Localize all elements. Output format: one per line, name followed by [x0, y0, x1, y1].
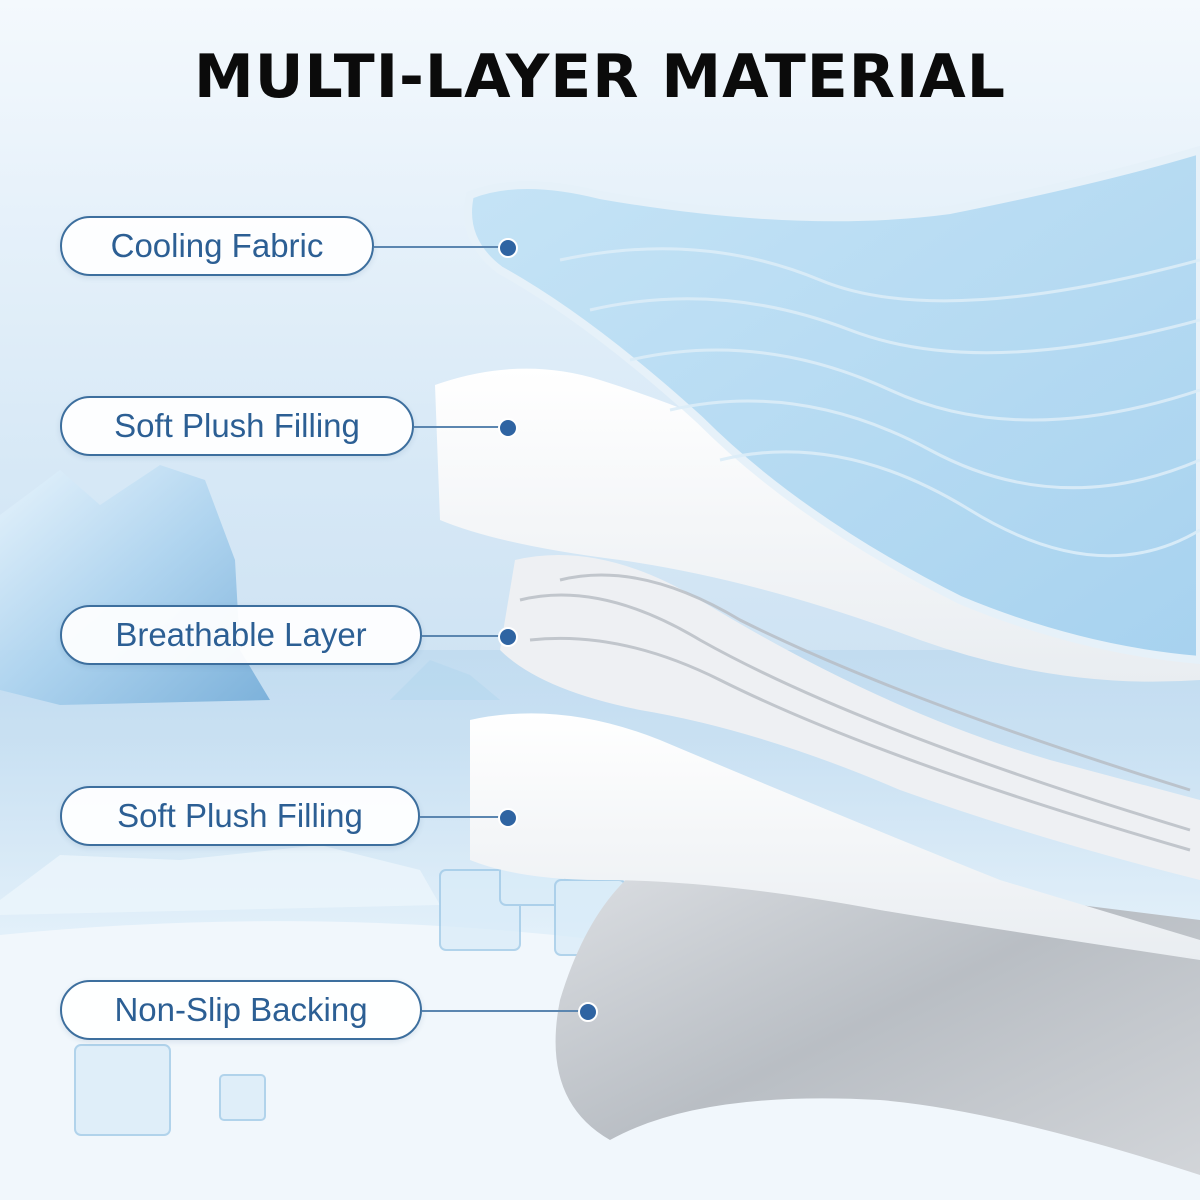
marker-dot-soft-plush-filling-lower: [498, 808, 518, 828]
soft-plush-filling-lower-layer: [470, 713, 1200, 960]
cooling-fabric-layer: [464, 145, 1200, 665]
page-title: MULTI-LAYER MATERIAL: [194, 42, 1006, 112]
leader-line-soft-plush-filling-lower: [420, 816, 506, 818]
braid-strands: [519, 573, 1191, 852]
marker-dot-breathable-layer: [498, 627, 518, 647]
label-non-slip-backing: Non-Slip Backing: [60, 980, 422, 1040]
ice-floe: [0, 845, 440, 915]
leader-line-soft-plush-filling-upper: [414, 426, 506, 428]
marker-dot-cooling-fabric: [498, 238, 518, 258]
label-breathable-layer: Breathable Layer: [60, 605, 422, 665]
leader-line-breathable-layer: [422, 635, 506, 637]
leader-line-non-slip-backing: [422, 1010, 582, 1012]
marker-dot-soft-plush-filling-upper: [498, 418, 518, 438]
label-cooling-fabric: Cooling Fabric: [60, 216, 374, 276]
iceberg-small: [390, 660, 500, 700]
non-slip-backing-layer: [555, 856, 1200, 1175]
leader-line-cooling-fabric: [374, 246, 504, 248]
label-soft-plush-filling-lower: Soft Plush Filling: [60, 786, 420, 846]
iceberg-left: [0, 465, 270, 705]
quilt-lines: [559, 247, 1200, 558]
marker-dot-non-slip-backing: [578, 1002, 598, 1022]
label-soft-plush-filling-upper: Soft Plush Filling: [60, 396, 414, 456]
